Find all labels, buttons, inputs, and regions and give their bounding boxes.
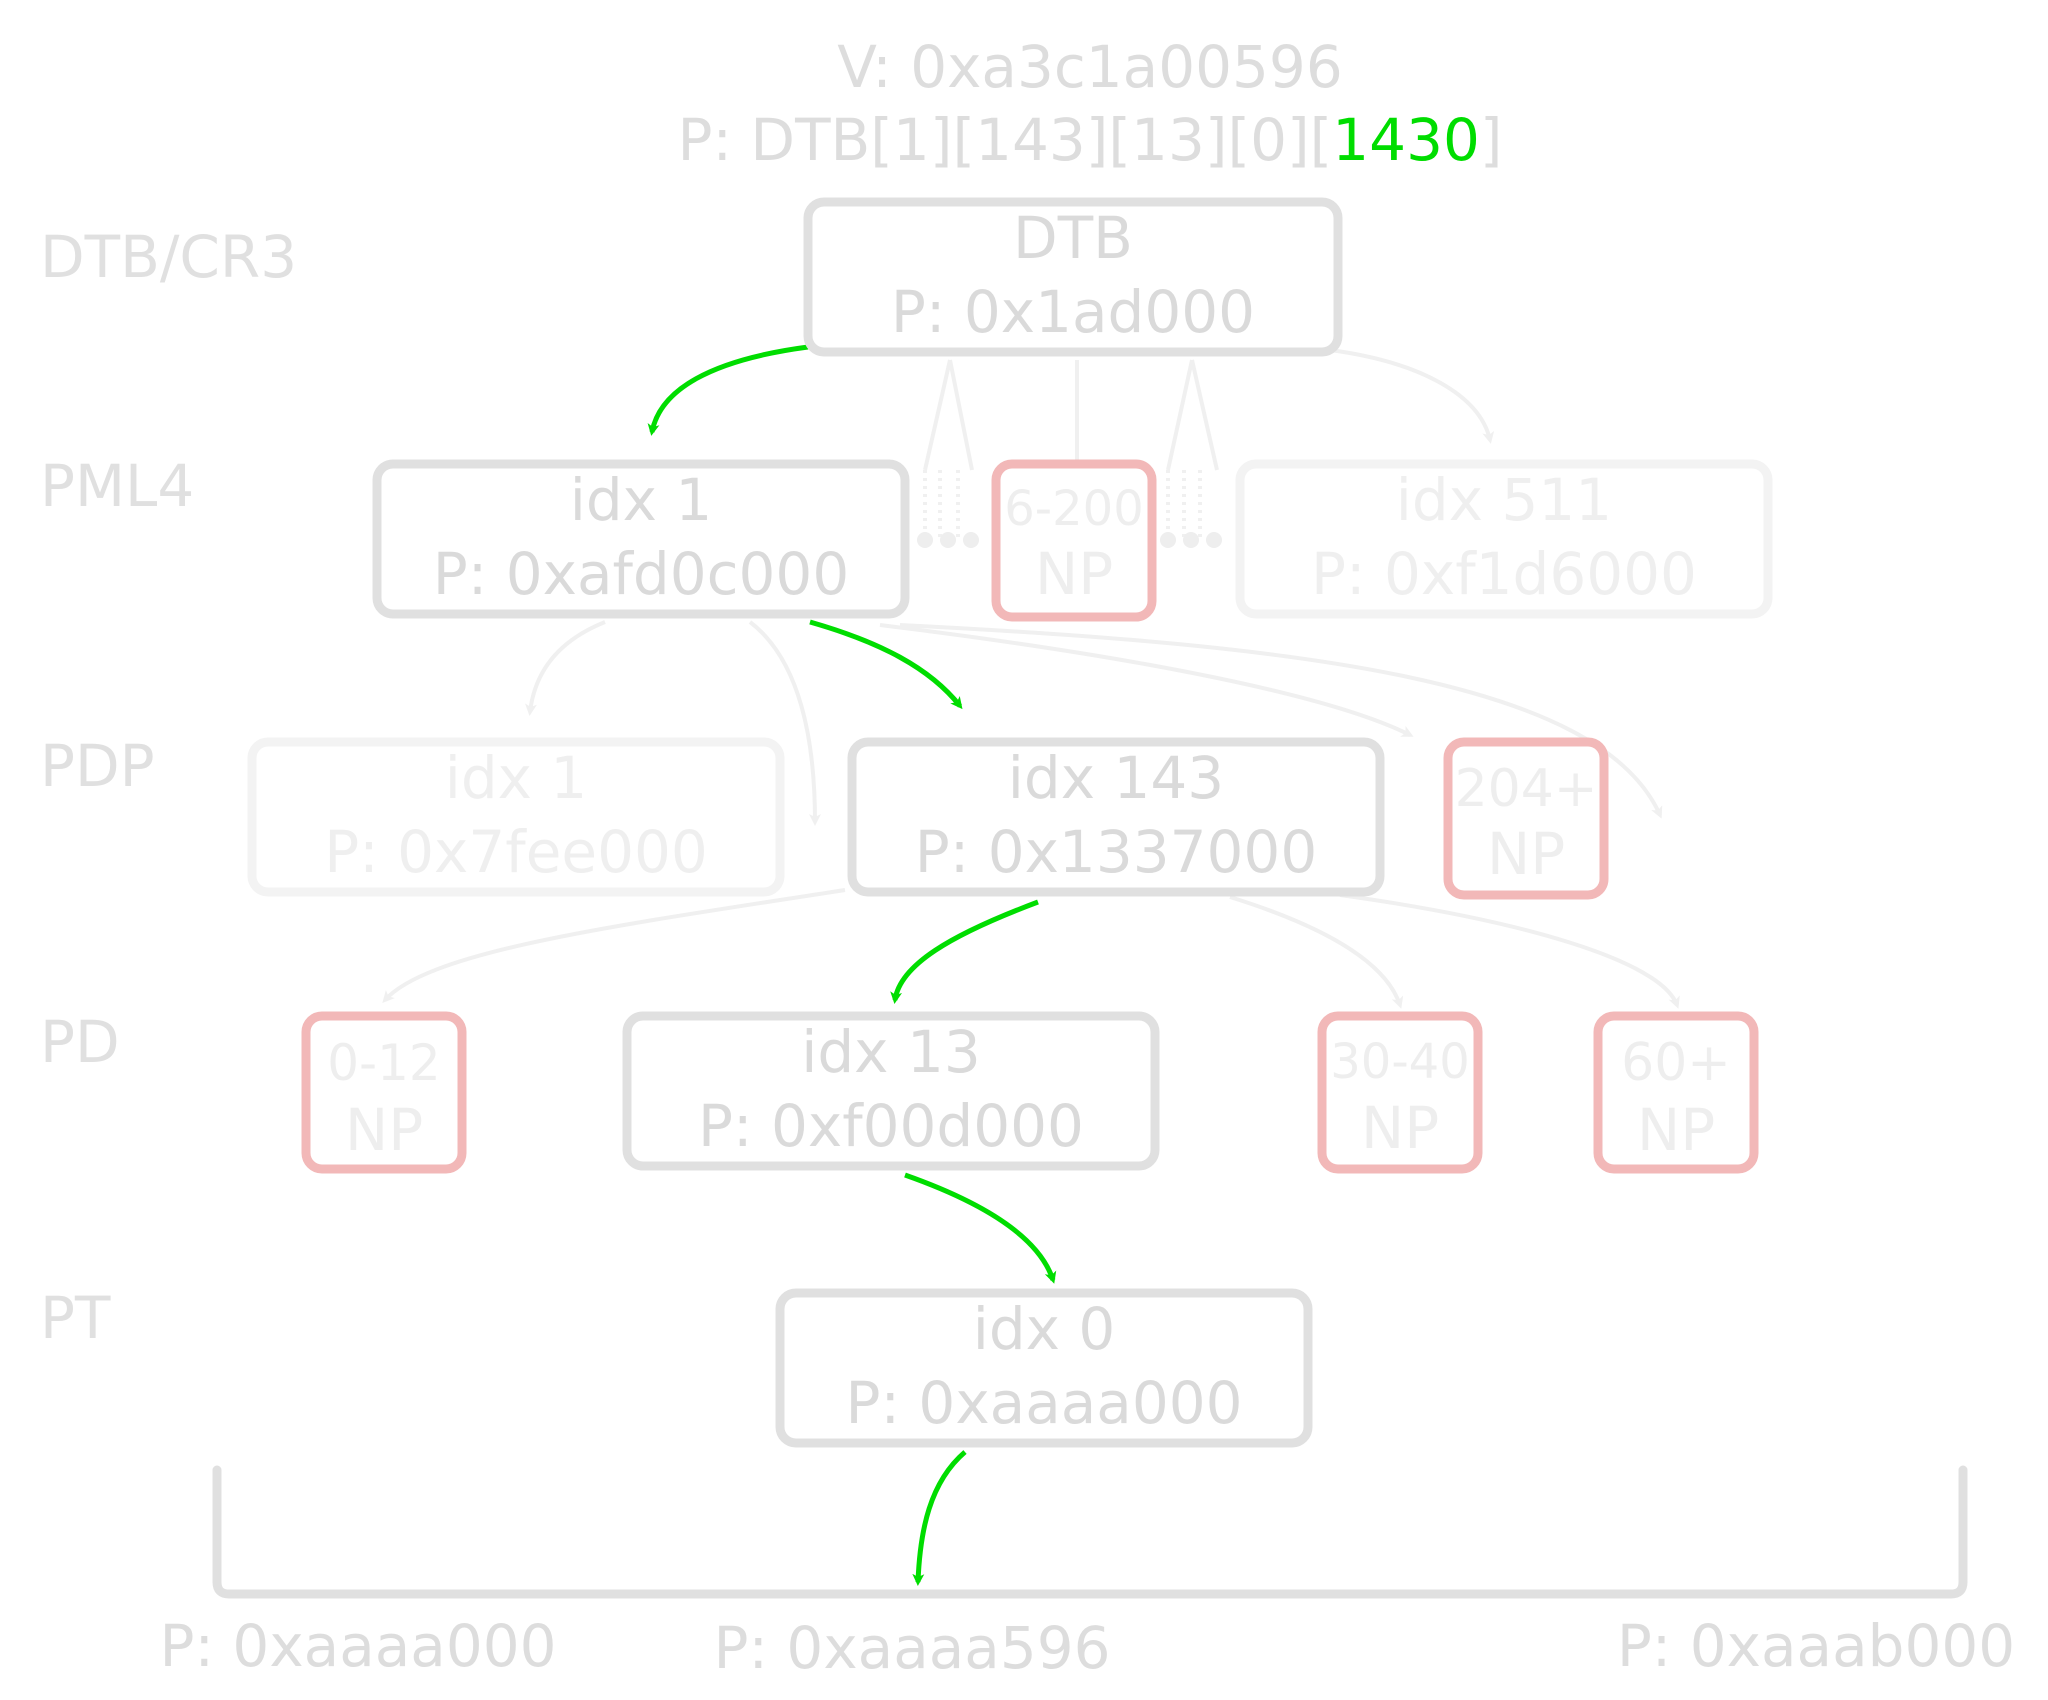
- pdp-np-label: NP: [1487, 820, 1565, 888]
- pdp-node-idx-1-address: P: 0x7fee000: [324, 818, 708, 886]
- edge-pml4-to-pdp-1: [524, 620, 606, 716]
- pdp-node-idx-143: idx 143 P: 0x1337000: [847, 737, 1385, 897]
- pml4-np-label: NP: [1035, 540, 1113, 608]
- pd-np-right-range: 60+: [1621, 1033, 1731, 1093]
- pd-node-idx-13: idx 13 P: 0xf00d000: [622, 1011, 1160, 1171]
- level-label-pdp: PDP: [40, 732, 155, 800]
- level-label-dtb: DTB/CR3: [40, 223, 297, 291]
- walk-edge-pml4-to-pdp: [809, 619, 963, 710]
- pd-np-mid-range: 30-40: [1330, 1034, 1469, 1090]
- walk-path: [647, 344, 1057, 1586]
- edge-dtb-to-pml4-511: [1329, 348, 1495, 444]
- dotted-fan-right: [1166, 470, 1202, 540]
- pd-np-left-label: NP: [345, 1096, 423, 1164]
- edge-pml4-to-pdp-far: [899, 623, 1663, 819]
- page-target-address: P: 0xaaaa596: [713, 1614, 1110, 1682]
- dtb-node: DTB P: 0x1ad000: [803, 197, 1343, 357]
- page-start-address: P: 0xaaaa000: [159, 1612, 556, 1680]
- pdp-np-node: 204+ NP: [1443, 737, 1609, 900]
- physical-page-bracket: [212, 1465, 1968, 1599]
- fan-dots: [917, 532, 1222, 548]
- edge-dtb-fan-right: [1166, 359, 1219, 471]
- dtb-node-title: DTB: [1013, 204, 1133, 272]
- edge-pdp-to-pd-np-mid: [1229, 895, 1404, 1009]
- pd-node-idx-13-title: idx 13: [801, 1018, 981, 1086]
- walk-edge-pd-to-pt: [904, 1172, 1057, 1284]
- pd-np-mid-node: 30-40 NP: [1317, 1011, 1483, 1174]
- pt-node-idx-0-address: P: 0xaaaa000: [845, 1369, 1242, 1437]
- pd-np-left-node: 0-12 NP: [301, 1011, 467, 1174]
- pml4-node-idx-511-address: P: 0xf1d6000: [1311, 540, 1697, 608]
- pdp-node-idx-143-title: idx 143: [1008, 744, 1224, 812]
- walk-edge-pt-to-page: [912, 1450, 967, 1586]
- dtb-node-address: P: 0x1ad000: [891, 278, 1255, 346]
- level-label-pd: PD: [40, 1008, 120, 1076]
- pml4-node-idx-1-address: P: 0xafd0c000: [433, 540, 849, 608]
- edge-pml4-to-pdp-1-right: [748, 620, 821, 826]
- walk-edge-dtb-to-pml4: [647, 344, 809, 436]
- edge-pdp-to-pd-np-right: [1339, 893, 1680, 1009]
- pd-np-mid-label: NP: [1361, 1094, 1439, 1162]
- pml4-node-idx-1-title: idx 1: [570, 466, 713, 534]
- edge-pdp-to-pd-np-left: [382, 888, 846, 1003]
- level-label-pt: PT: [40, 1284, 111, 1352]
- pdp-np-range: 204+: [1455, 759, 1598, 819]
- physical-path-offset: 1430: [1332, 106, 1480, 174]
- pt-node-idx-0-title: idx 0: [973, 1295, 1116, 1363]
- pml4-node-idx-1: idx 1 P: 0xafd0c000: [372, 459, 910, 619]
- pdp-node-idx-1: idx 1 P: 0x7fee000: [247, 737, 785, 897]
- edge-dtb-fan-left: [923, 359, 974, 471]
- pml4-np-node: 6-200 NP: [991, 459, 1157, 622]
- pml4-node-idx-511-title: idx 511: [1396, 466, 1612, 534]
- pd-np-right-node: 60+ NP: [1593, 1011, 1759, 1174]
- pd-np-right-label: NP: [1637, 1096, 1715, 1164]
- pdp-node-idx-143-address: P: 0x1337000: [915, 818, 1318, 886]
- edge-pml4-to-pdp-np: [879, 623, 1414, 737]
- virtual-address: V: 0xa3c1a00596: [837, 33, 1342, 101]
- walk-edge-pdp-to-pd: [890, 899, 1039, 1004]
- pml4-node-idx-511: idx 511 P: 0xf1d6000: [1235, 459, 1773, 619]
- pt-node-idx-0: idx 0 P: 0xaaaa000: [775, 1288, 1313, 1448]
- dotted-fan-left: [923, 470, 960, 540]
- physical-path: P: DTB[1][143][13][0][1430]: [677, 106, 1502, 174]
- pd-node-idx-13-address: P: 0xf00d000: [698, 1092, 1084, 1160]
- physical-path-prefix: P: DTB[1][143][13][0][: [677, 106, 1332, 174]
- pml4-np-range: 6-200: [1004, 481, 1143, 537]
- physical-path-suffix: ]: [1480, 106, 1503, 174]
- pd-np-left-range: 0-12: [327, 1034, 440, 1092]
- level-label-pml4: PML4: [40, 452, 194, 520]
- page-end-address: P: 0xaaab000: [1617, 1612, 2015, 1680]
- pdp-node-idx-1-title: idx 1: [445, 744, 588, 812]
- faded-edges: [382, 348, 1680, 1009]
